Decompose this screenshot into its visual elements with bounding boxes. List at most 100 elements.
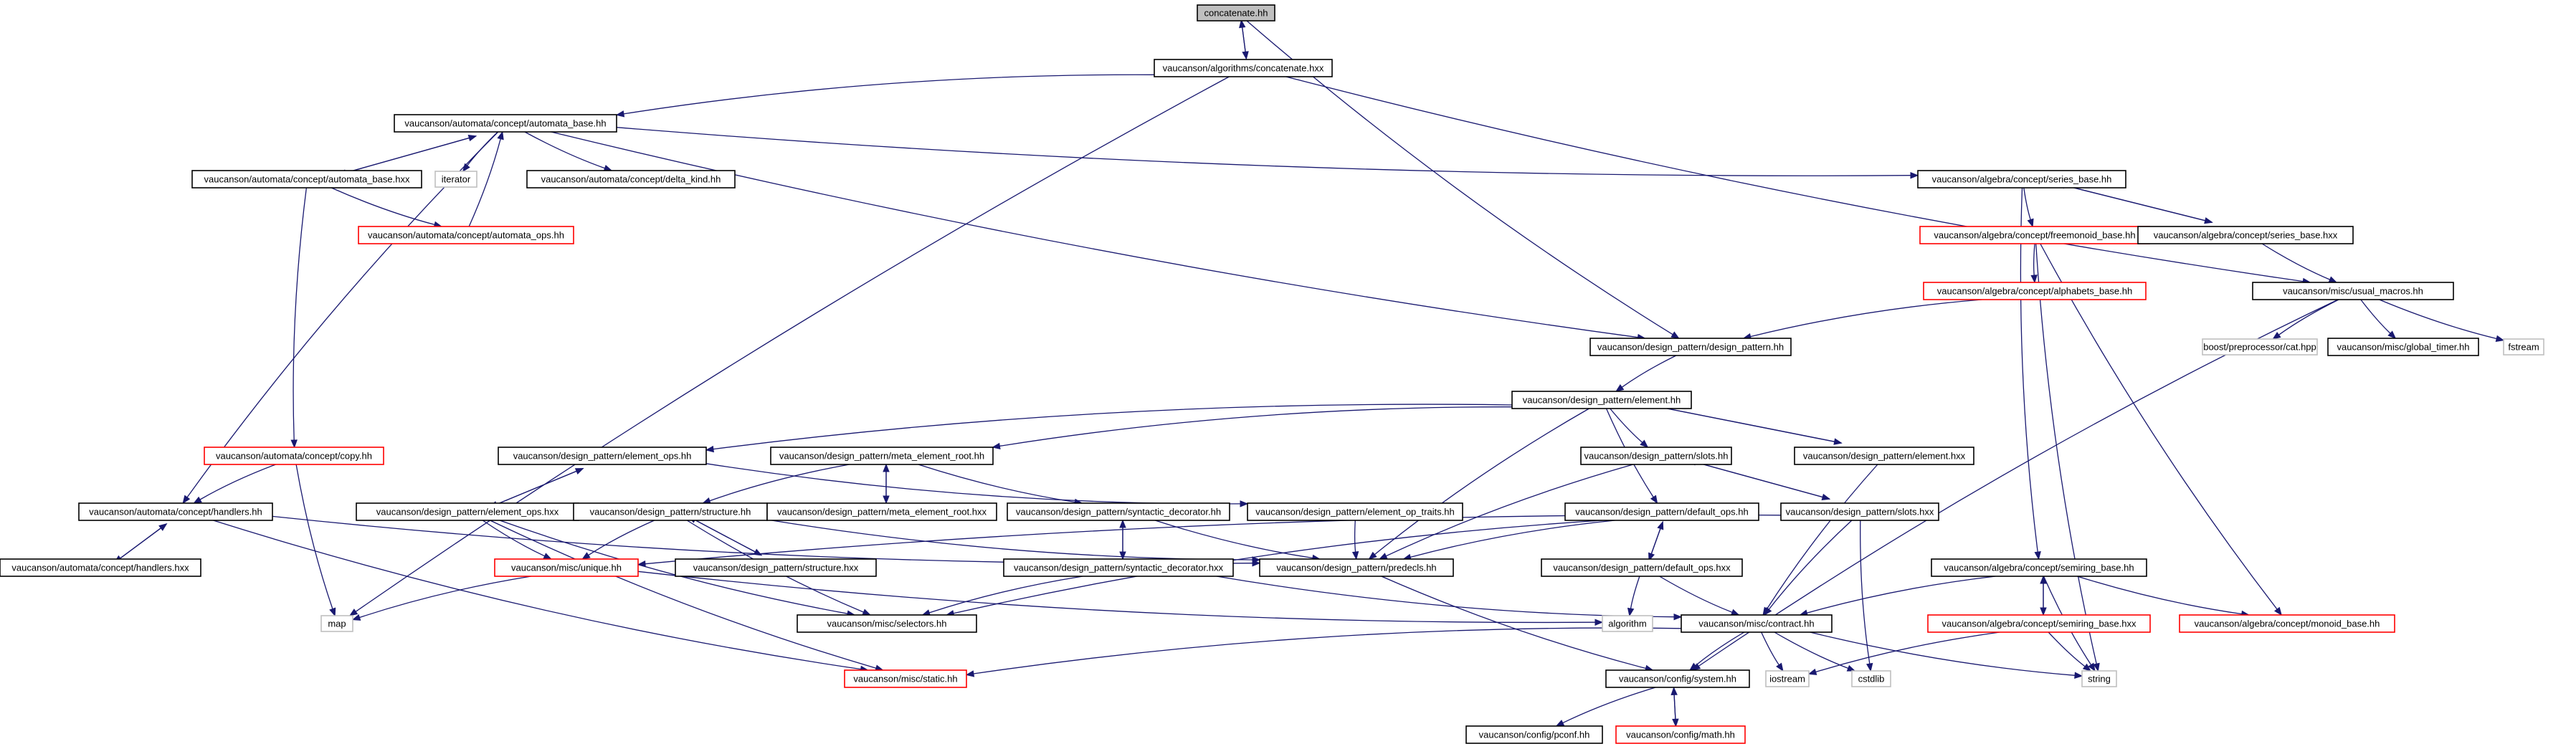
- node-freemonoid-base-hh[interactable]: vaucanson/algebra/concept/freemonoid_bas…: [1919, 226, 2150, 244]
- node-label: vaucanson/design_pattern/structure.hh: [590, 507, 751, 517]
- node-meta-element-root-hxx[interactable]: vaucanson/design_pattern/meta_element_ro…: [766, 502, 997, 521]
- node-element-ops-hxx[interactable]: vaucanson/design_pattern/element_ops.hxx: [356, 502, 579, 521]
- edge-default_ops_hxx-to-default_ops_hh: [1648, 528, 1661, 561]
- arrowhead-semiring_base_hxx-to-string: [2082, 663, 2092, 672]
- node-box: [1851, 670, 1891, 687]
- node-automata-ops-hh[interactable]: vaucanson/automata/concept/automata_ops.…: [358, 226, 574, 244]
- edge-freemonoid_base_hh-to-string: [2035, 243, 2097, 664]
- node-usual-macros-hh[interactable]: vaucanson/misc/usual_macros.hh: [2252, 282, 2454, 300]
- node-structure-hxx[interactable]: vaucanson/design_pattern/structure.hxx: [675, 558, 877, 577]
- node-label: fstream: [2508, 342, 2539, 353]
- arrowhead-usual_macros_hh-to-cat_hpp: [2272, 332, 2281, 340]
- node-series-base-hh[interactable]: vaucanson/algebra/concept/series_base.hh: [1917, 170, 2126, 189]
- edge-series_base_hh-to-freemonoid_base_hh: [2023, 187, 2031, 220]
- node-box: [573, 502, 768, 521]
- node-handlers-hxx[interactable]: vaucanson/automata/concept/handlers.hxx: [0, 558, 201, 577]
- node-design-pattern-hh[interactable]: vaucanson/design_pattern/design_pattern.…: [1589, 338, 1792, 356]
- node-label: vaucanson/design_pattern/default_ops.hh: [1575, 507, 1748, 517]
- node-concatenate-hxx[interactable]: vaucanson/algorithms/concatenate.hxx: [1154, 59, 1333, 77]
- edge-series_base_hxx-to-series_base_hh: [2064, 184, 2213, 223]
- arrowhead-element_hh-to-default_ops_hh: [1650, 495, 1658, 505]
- node-predecls-hh[interactable]: vaucanson/design_pattern/predecls.hh: [1259, 558, 1454, 577]
- node-meta-element-root-hh[interactable]: vaucanson/design_pattern/meta_element_ro…: [770, 447, 994, 465]
- edge-element_ops_hxx-to-selectors_hh: [499, 520, 848, 614]
- node-automata-base-hxx[interactable]: vaucanson/automata/concept/automata_base…: [191, 170, 422, 189]
- arrowhead-default_ops_hxx-to-default_ops_hh: [1657, 520, 1664, 530]
- node-box: [358, 226, 574, 244]
- arrowhead-automata_base_hh-to-handlers_hh: [182, 495, 191, 505]
- node-label: vaucanson/automata/concept/automata_ops.…: [368, 230, 564, 241]
- node-copy-hh[interactable]: vaucanson/automata/concept/copy.hh: [204, 447, 384, 465]
- node-math-hh[interactable]: vaucanson/config/math.hh: [1615, 725, 1746, 744]
- node-box: [1931, 558, 2147, 577]
- edge-element_hh-to-predecls_hh: [1374, 408, 1589, 555]
- arrowhead-contract_hh-to-iostream: [1776, 662, 1784, 672]
- arrowhead-syntactic_decorator_hxx-to-contract_hh: [1673, 613, 1683, 621]
- node-static-hh[interactable]: vaucanson/misc/static.hh: [844, 669, 967, 688]
- node-label: vaucanson/misc/contract.hh: [1698, 619, 1814, 629]
- arrowhead-element_hh-to-slots_hh: [1640, 439, 1649, 448]
- edge-freemonoid_base_hh-to-alphabets_base_hh: [2033, 243, 2035, 276]
- node-monoid-base-hh[interactable]: vaucanson/algebra/concept/monoid_base.hh: [2179, 614, 2395, 633]
- node-box: [1765, 670, 1810, 687]
- node-box: [1247, 502, 1463, 521]
- node-box: [78, 502, 273, 521]
- arrowhead-element_op_traits_hh-to-predecls_hh: [1351, 551, 1359, 560]
- node-slots-hh[interactable]: vaucanson/design_pattern/slots.hh: [1580, 447, 1732, 465]
- node-element-hxx[interactable]: vaucanson/design_pattern/element.hxx: [1794, 447, 1974, 465]
- node-handlers-hh[interactable]: vaucanson/automata/concept/handlers.hh: [78, 502, 273, 521]
- node-contract-hh[interactable]: vaucanson/misc/contract.hh: [1681, 614, 1833, 633]
- node-concatenate-hh[interactable]: concatenate.hh: [1197, 4, 1275, 22]
- node-syntactic-decorator-hxx[interactable]: vaucanson/design_pattern/syntactic_decor…: [1003, 558, 1234, 577]
- node-semiring-base-hxx[interactable]: vaucanson/algebra/concept/semiring_base.…: [1927, 614, 2151, 633]
- node-element-op-traits-hh[interactable]: vaucanson/design_pattern/element_op_trai…: [1247, 502, 1463, 521]
- node-box: [2137, 226, 2354, 244]
- node-global-timer-hh[interactable]: vaucanson/misc/global_timer.hh: [2327, 338, 2479, 356]
- node-box: [797, 614, 977, 633]
- arrowhead-math_hh-to-system_hh: [1670, 686, 1678, 696]
- node-selectors-hh[interactable]: vaucanson/misc/selectors.hh: [797, 614, 977, 633]
- edge-default_ops_hh-to-selectors_hh: [953, 520, 1602, 614]
- arrowhead-default_ops_hxx-to-algorithm: [1627, 607, 1635, 617]
- node-label: vaucanson/automata/concept/handlers.hxx: [11, 563, 189, 573]
- node-system-hh[interactable]: vaucanson/config/system.hh: [1605, 669, 1750, 688]
- arrowhead-contract_hh-to-string: [2074, 672, 2083, 679]
- node-label: vaucanson/algebra/concept/alphabets_base…: [1937, 286, 2133, 297]
- arrowhead-concatenate_hxx-to-map: [348, 609, 358, 616]
- edge-automata_base_hxx-to-automata_ops_hh: [331, 187, 435, 226]
- node-label: vaucanson/misc/static.hh: [853, 674, 957, 684]
- arrowhead-syntactic_decorator_hxx-to-syntactic_decorator_hh: [1119, 519, 1126, 528]
- node-label: vaucanson/misc/global_timer.hh: [2337, 342, 2470, 353]
- node-element-ops-hh[interactable]: vaucanson/design_pattern/element_ops.hh: [498, 447, 707, 465]
- node-cat-hpp: boost/preprocessor/cat.hpp: [2202, 338, 2318, 356]
- edge-design_pattern_hh-to-element_hh: [1621, 355, 1677, 388]
- node-alphabets-base-hh[interactable]: vaucanson/algebra/concept/alphabets_base…: [1923, 282, 2147, 300]
- node-default-ops-hxx[interactable]: vaucanson/design_pattern/default_ops.hxx: [1541, 558, 1743, 577]
- node-default-ops-hh[interactable]: vaucanson/design_pattern/default_ops.hh: [1564, 502, 1759, 521]
- node-box: [1003, 558, 1234, 577]
- node-element-hh[interactable]: vaucanson/design_pattern/element.hh: [1511, 391, 1692, 409]
- node-semiring-base-hh[interactable]: vaucanson/algebra/concept/semiring_base.…: [1931, 558, 2147, 577]
- node-structure-hh[interactable]: vaucanson/design_pattern/structure.hh: [573, 502, 768, 521]
- edge-predecls_hh-to-system_hh: [1381, 576, 1646, 669]
- node-slots-hxx[interactable]: vaucanson/design_pattern/slots.hxx: [1780, 502, 1939, 521]
- node-delta-kind-hh[interactable]: vaucanson/automata/concept/delta_kind.hh: [526, 170, 736, 189]
- node-label: vaucanson/design_pattern/meta_element_ro…: [779, 451, 984, 462]
- node-pconf-hh[interactable]: vaucanson/config/pconf.hh: [1465, 725, 1603, 744]
- node-label: vaucanson/design_pattern/syntactic_decor…: [1016, 507, 1221, 517]
- edge-structure_hh-to-predecls_hh: [766, 519, 1253, 560]
- edge-handlers_hxx-to-handlers_hh: [114, 528, 161, 563]
- arrowhead-semiring_base_hh-to-string: [2088, 662, 2096, 672]
- node-unique-hh[interactable]: vaucanson/misc/unique.hh: [494, 558, 639, 577]
- node-series-base-hxx[interactable]: vaucanson/algebra/concept/series_base.hx…: [2137, 226, 2354, 244]
- node-automata-base-hh[interactable]: vaucanson/automata/concept/automata_base…: [394, 114, 617, 133]
- node-label: vaucanson/algebra/concept/semiring_base.…: [1944, 563, 2134, 573]
- edge-copy_hh-to-handlers_hh: [199, 464, 276, 500]
- node-syntactic-decorator-hh[interactable]: vaucanson/design_pattern/syntactic_decor…: [1007, 502, 1230, 521]
- edge-element_ops_hxx-to-element_ops_hh: [489, 470, 577, 508]
- node-label: vaucanson/design_pattern/slots.hxx: [1786, 507, 1934, 517]
- node-box: [770, 447, 994, 465]
- node-map: map: [320, 615, 353, 632]
- edge-slots_hxx-to-contract_hh: [1768, 520, 1853, 610]
- node-label: vaucanson/design_pattern/meta_element_ro…: [777, 507, 987, 517]
